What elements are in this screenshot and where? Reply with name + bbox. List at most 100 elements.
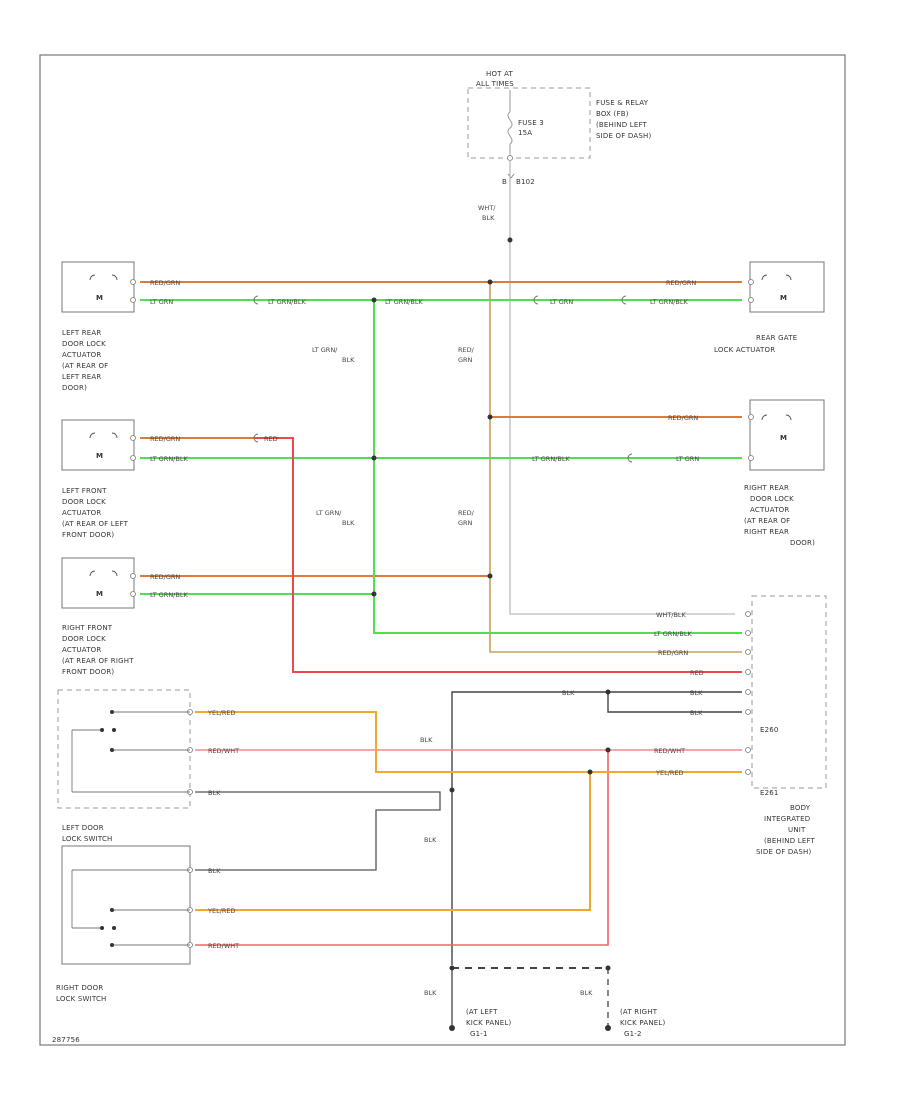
- svg-text:(AT REAR OF RIGHT: (AT REAR OF RIGHT: [62, 657, 134, 665]
- svg-text:RED: RED: [690, 669, 704, 677]
- svg-text:GRN: GRN: [458, 519, 473, 527]
- svg-text:RED/WHT: RED/WHT: [208, 942, 239, 950]
- svg-text:BLK: BLK: [420, 736, 433, 744]
- svg-text:LEFT REAR: LEFT REAR: [62, 373, 101, 381]
- inline-connectors: [253, 295, 633, 463]
- left-front-door-lock-actuator: M LEFT FRONT DOOR LOCK ACTUATOR (AT REAR…: [61, 419, 136, 539]
- svg-text:ACTUATOR: ACTUATOR: [62, 351, 101, 359]
- svg-text:RIGHT REAR: RIGHT REAR: [744, 528, 789, 536]
- body-integrated-unit: E260 E261 BODY INTEGRATED UNIT (BEHIND L…: [745, 595, 827, 856]
- svg-text:SIDE OF DASH): SIDE OF DASH): [596, 132, 651, 140]
- svg-text:LOCK ACTUATOR: LOCK ACTUATOR: [714, 346, 775, 354]
- svg-text:LT GRN/BLK: LT GRN/BLK: [654, 630, 692, 638]
- svg-text:M: M: [780, 434, 787, 442]
- wire-red: [255, 437, 742, 673]
- footer-code: 287756: [52, 1036, 80, 1044]
- svg-text:BLK: BLK: [690, 689, 703, 697]
- svg-text:HOT AT: HOT AT: [486, 70, 514, 78]
- svg-text:(BEHIND LEFT: (BEHIND LEFT: [764, 837, 816, 845]
- diagram-border: [39, 54, 846, 1046]
- svg-text:B102: B102: [516, 178, 535, 186]
- svg-text:ACTUATOR: ACTUATOR: [62, 646, 101, 654]
- splice-points: [371, 279, 611, 1031]
- svg-text:RED: RED: [264, 435, 278, 443]
- wire-blk-left-switch: [195, 791, 441, 871]
- svg-text:E261: E261: [760, 789, 779, 797]
- wire-blk-ground-bus: [451, 691, 742, 965]
- svg-text:LT GRN: LT GRN: [150, 298, 173, 306]
- svg-text:DOOR LOCK: DOOR LOCK: [62, 635, 106, 643]
- svg-text:ACTUATOR: ACTUATOR: [750, 506, 789, 514]
- wire-red-grn-bus: [489, 282, 742, 653]
- svg-text:LT GRN/: LT GRN/: [312, 346, 338, 354]
- svg-text:LEFT REAR: LEFT REAR: [62, 329, 101, 337]
- svg-text:FUSE & RELAY: FUSE & RELAY: [596, 99, 649, 107]
- wire-wht-blk: [509, 160, 735, 615]
- svg-text:INTEGRATED: INTEGRATED: [764, 815, 810, 823]
- svg-text:BLK: BLK: [482, 214, 495, 222]
- svg-text:DOOR): DOOR): [790, 539, 815, 547]
- svg-text:KICK PANEL): KICK PANEL): [466, 1019, 511, 1027]
- svg-text:WHT/BLK: WHT/BLK: [656, 611, 687, 619]
- svg-text:LT GRN: LT GRN: [676, 455, 699, 463]
- svg-text:RIGHT DOOR: RIGHT DOOR: [56, 984, 103, 992]
- svg-text:RED/WHT: RED/WHT: [654, 747, 685, 755]
- svg-text:BOX (FB): BOX (FB): [596, 110, 629, 118]
- ground-g1-1: (AT LEFT KICK PANEL) G1-1: [466, 1008, 511, 1038]
- svg-text:G1-2: G1-2: [624, 1030, 642, 1038]
- svg-text:LEFT DOOR: LEFT DOOR: [62, 824, 104, 832]
- svg-text:YEL/RED: YEL/RED: [207, 709, 236, 717]
- wire-blk-e260: [607, 692, 742, 713]
- svg-text:M: M: [96, 590, 103, 598]
- svg-text:M: M: [96, 294, 103, 302]
- svg-text:BLK: BLK: [424, 836, 437, 844]
- svg-text:BLK: BLK: [208, 867, 221, 875]
- svg-text:(AT REAR OF: (AT REAR OF: [744, 517, 790, 525]
- svg-text:BLK: BLK: [208, 789, 221, 797]
- svg-text:15A: 15A: [518, 129, 532, 137]
- left-rear-door-lock-actuator: M LEFT REAR DOOR LOCK ACTUATOR (AT REAR …: [61, 261, 136, 392]
- svg-text:G1-1: G1-1: [470, 1030, 488, 1038]
- svg-text:LT GRN/BLK: LT GRN/BLK: [650, 298, 688, 306]
- svg-text:BODY: BODY: [790, 804, 811, 812]
- svg-text:LT GRN/BLK: LT GRN/BLK: [268, 298, 306, 306]
- svg-text:E260: E260: [760, 726, 779, 734]
- svg-text:RED/: RED/: [458, 509, 475, 517]
- svg-text:LT GRN: LT GRN: [550, 298, 573, 306]
- svg-text:FRONT DOOR): FRONT DOOR): [62, 668, 114, 676]
- svg-text:REAR GATE: REAR GATE: [756, 334, 797, 342]
- wire-red-wht-right-switch: [195, 750, 609, 946]
- svg-text:M: M: [96, 452, 103, 460]
- svg-text:BLK: BLK: [342, 356, 355, 364]
- wire-yel-red-right-switch: [195, 772, 591, 911]
- svg-text:RED/GRN: RED/GRN: [150, 573, 180, 581]
- right-front-door-lock-actuator: M RIGHT FRONT DOOR LOCK ACTUATOR (AT REA…: [61, 557, 136, 676]
- right-door-lock-switch: RIGHT DOOR LOCK SWITCH: [56, 845, 193, 1003]
- rear-gate-lock-actuator: M REAR GATE LOCK ACTUATOR: [714, 261, 825, 354]
- svg-text:WHT/: WHT/: [478, 204, 496, 212]
- wire-yel-red-left-switch: [195, 711, 742, 773]
- svg-text:UNIT: UNIT: [788, 826, 806, 834]
- right-rear-door-lock-actuator: M RIGHT REAR DOOR LOCK ACTUATOR (AT REAR…: [744, 399, 825, 547]
- svg-text:SIDE OF DASH): SIDE OF DASH): [756, 848, 811, 856]
- svg-text:DOOR LOCK: DOOR LOCK: [62, 498, 106, 506]
- wire-lt-grn-bus: [373, 300, 742, 634]
- svg-text:(BEHIND LEFT: (BEHIND LEFT: [596, 121, 648, 129]
- fuse-3-icon: [507, 90, 513, 161]
- svg-text:BLK: BLK: [424, 989, 437, 997]
- svg-text:RED/GRN: RED/GRN: [658, 649, 688, 657]
- svg-text:M: M: [780, 294, 787, 302]
- svg-text:B: B: [502, 178, 507, 186]
- svg-text:RED/GRN: RED/GRN: [666, 279, 696, 287]
- svg-text:LT GRN/BLK: LT GRN/BLK: [150, 455, 188, 463]
- svg-text:YEL/RED: YEL/RED: [655, 769, 684, 777]
- svg-text:RIGHT FRONT: RIGHT FRONT: [62, 624, 113, 632]
- svg-text:LEFT FRONT: LEFT FRONT: [62, 487, 107, 495]
- svg-text:BLK: BLK: [562, 689, 575, 697]
- ground-g1-2: (AT RIGHT KICK PANEL) G1-2: [620, 1008, 665, 1038]
- svg-text:BLK: BLK: [690, 709, 703, 717]
- svg-text:GRN: GRN: [458, 356, 473, 364]
- svg-text:RED/: RED/: [458, 346, 475, 354]
- svg-text:KICK PANEL): KICK PANEL): [620, 1019, 665, 1027]
